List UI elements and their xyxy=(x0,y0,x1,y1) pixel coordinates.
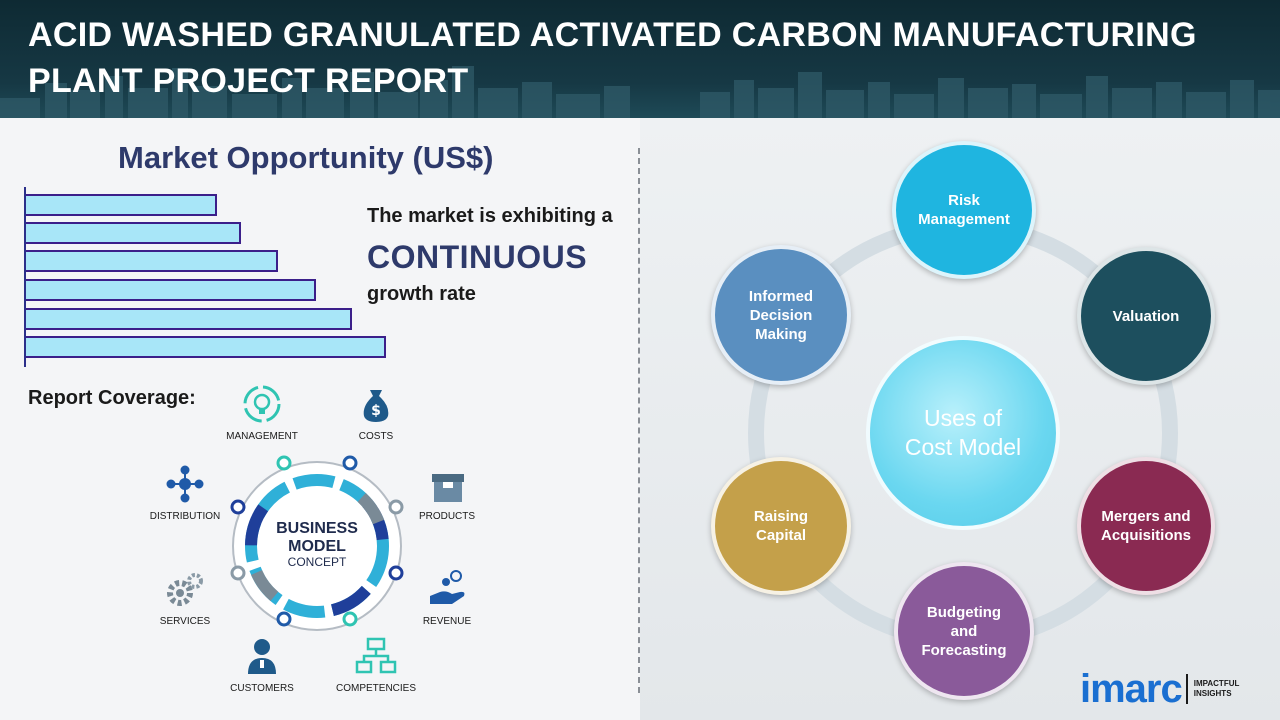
competencies-label: COMPETENCIES xyxy=(335,683,417,694)
report-title: ACID WASHED GRANULATED ACTIVATED CARBON … xyxy=(28,16,1197,100)
risk-management-label: Risk Management xyxy=(918,192,1010,228)
customers-icon xyxy=(232,636,292,676)
panel-divider xyxy=(638,148,640,693)
raising-capital-label: Raising Capital xyxy=(753,508,809,544)
competencies-icon xyxy=(346,636,406,676)
imarc-logo: imarc IMPACTFUL INSIGHTS xyxy=(1080,668,1239,710)
business-model-line2: MODEL xyxy=(288,538,346,555)
informed-decision-label: Informed Decision Making xyxy=(748,287,814,343)
distribution-icon xyxy=(155,462,215,506)
budgeting-forecasting-circle: Budgeting and Forecasting xyxy=(894,562,1034,700)
raising-capital-circle: Raising Capital xyxy=(711,457,851,595)
risk-management-circle: Risk Management xyxy=(892,141,1036,279)
growth-bar xyxy=(26,194,217,216)
customers-label: CUSTOMERS xyxy=(230,683,294,694)
services-label: SERVICES xyxy=(159,616,211,627)
distribution-label: DISTRIBUTION xyxy=(149,511,221,522)
business-model-ring: BUSINESS MODEL CONCEPT xyxy=(226,455,408,637)
market-text-line1: The market is exhibiting a xyxy=(367,205,613,227)
uses-center-circle: Uses of Cost Model xyxy=(866,336,1060,530)
products-label: PRODUCTS xyxy=(418,511,476,522)
skyline-graphic xyxy=(0,66,1280,118)
logo-tagline: IMPACTFUL INSIGHTS xyxy=(1193,679,1240,698)
business-model-line1: BUSINESS xyxy=(276,520,358,537)
uses-center-label: Uses of Cost Model xyxy=(904,405,1022,460)
growth-bar xyxy=(26,336,386,358)
costs-label: COSTS xyxy=(358,431,394,442)
logo-separator xyxy=(1185,674,1188,704)
market-text-line3: growth rate xyxy=(367,283,476,305)
growth-bar xyxy=(26,222,241,244)
budgeting-forecasting-label: Budgeting and Forecasting xyxy=(921,603,1007,659)
revenue-label: REVENUE xyxy=(422,616,472,627)
market-opportunity-title: Market Opportunity (US$) xyxy=(118,140,494,175)
business-model-line3: CONCEPT xyxy=(287,555,347,569)
costs-icon: $ xyxy=(346,382,406,426)
growth-bar xyxy=(26,308,352,330)
header-banner: ACID WASHED GRANULATED ACTIVATED CARBON … xyxy=(0,0,1280,118)
bars-axis xyxy=(24,187,26,367)
informed-decision-circle: Informed Decision Making xyxy=(711,245,851,385)
services-icon xyxy=(155,568,215,612)
market-text-continuous: CONTINUOUS xyxy=(367,239,588,275)
valuation-label: Valuation xyxy=(1112,307,1180,325)
products-icon xyxy=(418,464,478,508)
management-label: MANAGEMENT xyxy=(226,431,298,442)
management-icon xyxy=(232,382,292,426)
mergers-acquisitions-label: Mergers and Acquisitions xyxy=(1100,508,1191,544)
growth-bar xyxy=(26,250,278,272)
report-coverage-heading: Report Coverage: xyxy=(28,387,196,409)
valuation-circle: Valuation xyxy=(1077,247,1215,385)
logo-wordmark: imarc xyxy=(1080,667,1183,711)
growth-bar xyxy=(26,279,316,301)
revenue-icon xyxy=(418,566,478,610)
svg-text:$: $ xyxy=(371,403,381,419)
mergers-acquisitions-circle: Mergers and Acquisitions xyxy=(1077,457,1215,595)
